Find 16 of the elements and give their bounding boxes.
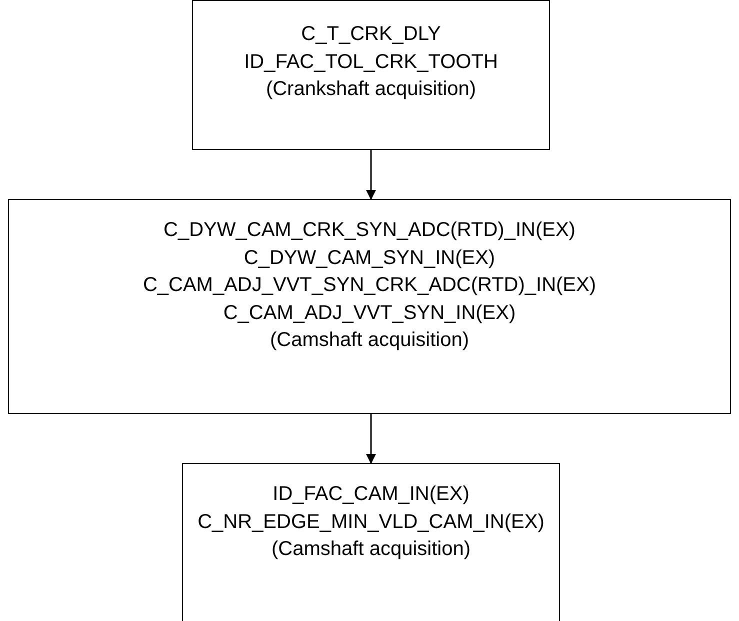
process-box [192, 0, 550, 150]
box-text: (Camshaft acquisition) [270, 328, 469, 353]
box-text: C_T_CRK_DLY [301, 22, 441, 47]
process-box [182, 463, 560, 621]
box-text: C_CAM_ADJ_VVT_SYN_IN(EX) [223, 300, 516, 326]
box-text: (Camshaft acquisition) [272, 537, 470, 562]
box-text: C_CAM_ADJ_VVT_SYN_CRK_ADC(RTD)_IN(EX) [142, 273, 596, 298]
box-text: (Crankshaft acquisition) [266, 77, 476, 102]
process-box [8, 199, 731, 414]
arrow [366, 414, 376, 464]
box-text: C_DYW_CAM_SYN_IN(EX) [244, 246, 496, 270]
box-text: C_DYW_CAM_CRK_SYN_ADC(RTD)_IN(EX) [164, 218, 576, 243]
box-text: ID_FAC_CAM_IN(EX) [272, 482, 470, 507]
arrow [366, 150, 376, 200]
box-text: C_NR_EDGE_MIN_VLD_CAM_IN(EX) [198, 510, 544, 534]
box-text: ID_FAC_TOL_CRK_TOOTH [244, 50, 498, 74]
